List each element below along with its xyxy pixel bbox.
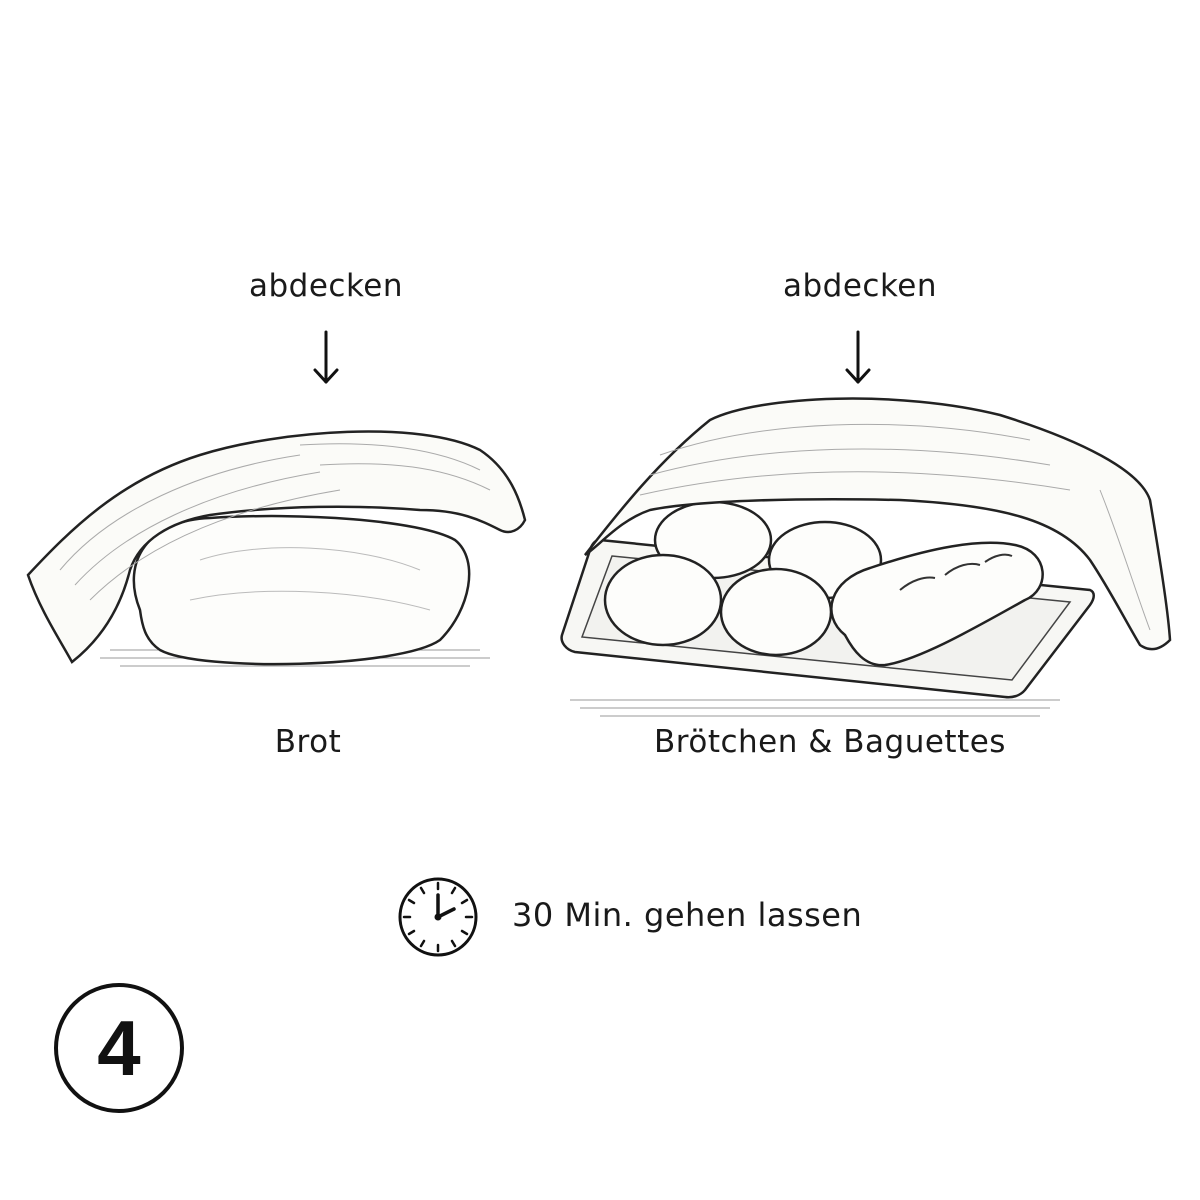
- right-caption: Brötchen & Baguettes: [654, 724, 1006, 760]
- timer-text: 30 Min. gehen lassen: [512, 896, 863, 934]
- right-action-label: abdecken: [782, 268, 938, 304]
- left-caption: Brot: [274, 724, 342, 760]
- step-number-badge: 4: [54, 983, 184, 1113]
- left-down-arrow-icon: [313, 330, 339, 384]
- left-action-label: abdecken: [248, 268, 404, 304]
- right-down-arrow-icon: [845, 330, 871, 384]
- clock-icon: [398, 877, 478, 957]
